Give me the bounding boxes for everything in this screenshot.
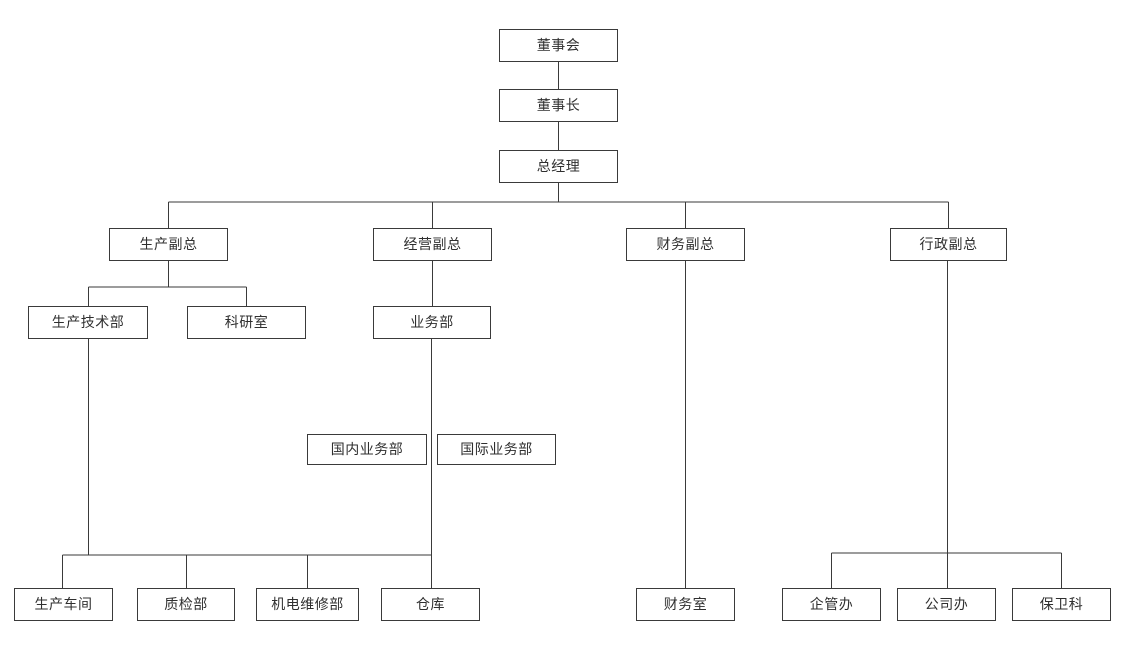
org-node-label-production-tech: 生产技术部 (51, 314, 125, 331)
org-node-maintenance-dept[interactable]: 机电维修部 (256, 588, 359, 621)
org-node-label-general-manager: 总经理 (536, 158, 581, 175)
org-node-label-warehouse: 仓库 (416, 596, 445, 613)
org-node-general-manager[interactable]: 总经理 (499, 150, 618, 183)
org-node-label-finance-office: 财务室 (663, 596, 708, 613)
org-node-warehouse[interactable]: 仓库 (381, 588, 480, 621)
org-node-label-domestic-business: 国内业务部 (330, 441, 404, 458)
org-node-business-dept[interactable]: 业务部 (373, 306, 491, 339)
org-node-board[interactable]: 董事会 (499, 29, 618, 62)
org-node-label-maintenance-dept: 机电维修部 (271, 596, 344, 613)
org-node-label-vp-production: 生产副总 (139, 236, 198, 253)
org-node-vp-admin[interactable]: 行政副总 (890, 228, 1007, 261)
org-node-label-quality-dept: 质检部 (164, 596, 208, 613)
org-node-vp-finance[interactable]: 财务副总 (626, 228, 745, 261)
org-node-finance-office[interactable]: 财务室 (636, 588, 735, 621)
org-node-label-vp-admin: 行政副总 (919, 236, 978, 253)
org-node-label-research-office: 科研室 (224, 314, 269, 331)
org-node-production-tech[interactable]: 生产技术部 (28, 306, 148, 339)
org-node-domestic-business[interactable]: 国内业务部 (307, 434, 427, 465)
org-node-label-business-dept: 业务部 (410, 314, 454, 331)
org-node-quality-dept[interactable]: 质检部 (137, 588, 235, 621)
org-node-label-vp-operations: 经营副总 (403, 236, 462, 253)
org-node-security-dept[interactable]: 保卫科 (1012, 588, 1111, 621)
org-node-label-chairman: 董事长 (536, 97, 581, 114)
org-node-enterprise-mgmt[interactable]: 企管办 (782, 588, 881, 621)
org-node-company-office[interactable]: 公司办 (897, 588, 996, 621)
org-node-label-intl-business: 国际业务部 (460, 441, 533, 458)
org-node-vp-operations[interactable]: 经营副总 (373, 228, 492, 261)
org-node-workshop[interactable]: 生产车间 (14, 588, 113, 621)
org-node-chairman[interactable]: 董事长 (499, 89, 618, 122)
org-node-label-company-office: 公司办 (924, 596, 969, 613)
org-node-intl-business[interactable]: 国际业务部 (437, 434, 556, 465)
org-node-vp-production[interactable]: 生产副总 (109, 228, 228, 261)
org-node-label-vp-finance: 财务副总 (656, 236, 715, 253)
org-node-label-security-dept: 保卫科 (1039, 596, 1084, 613)
org-node-research-office[interactable]: 科研室 (187, 306, 306, 339)
org-node-label-enterprise-mgmt: 企管办 (809, 596, 854, 613)
org-node-label-board: 董事会 (536, 37, 581, 54)
org-node-label-workshop: 生产车间 (34, 596, 93, 613)
